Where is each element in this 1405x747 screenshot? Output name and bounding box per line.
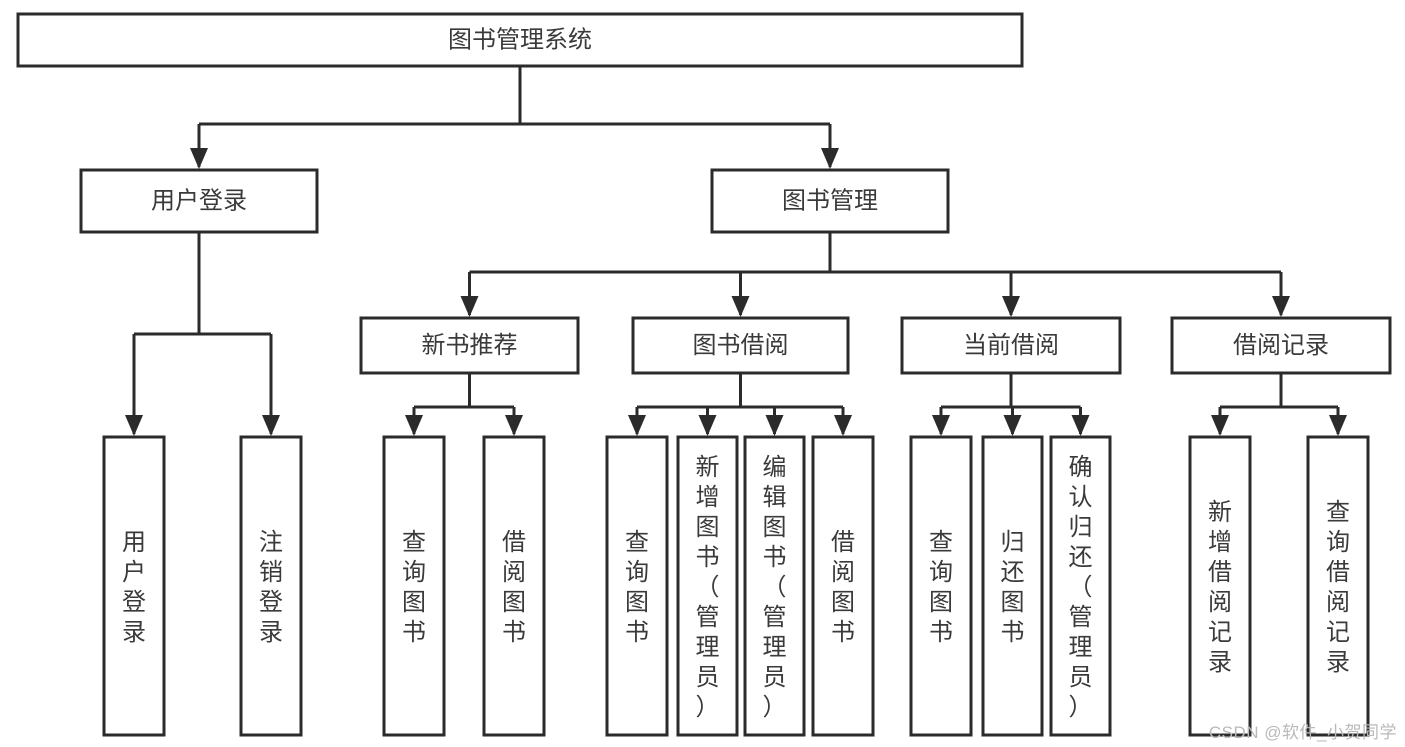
node-level1-0-box[interactable] (79, 168, 319, 234)
node-leaf-8-box[interactable] (909, 435, 973, 737)
node-leaf-1-box[interactable] (239, 435, 303, 737)
node-leaf-2-box[interactable] (382, 435, 446, 737)
arrow-head-icon (262, 415, 280, 436)
node-leaf-4[interactable]: 查询图书 (605, 435, 669, 737)
node-leaf-8[interactable]: 查询图书 (909, 435, 973, 737)
node-leaf-12[interactable]: 查询借阅记录 (1306, 435, 1370, 737)
node-leaf-3-label: 借阅图书 (502, 529, 526, 646)
arrow-head-icon (834, 415, 852, 436)
arrow-head-icon (1002, 296, 1020, 317)
node-layer: 图书管理系统用户登录图书管理新书推荐图书借阅当前借阅借阅记录用户登录注销登录查询… (16, 12, 1392, 737)
arrow-head-icon (821, 148, 839, 169)
node-leaf-9[interactable]: 归还图书 (981, 435, 1044, 737)
node-level2-1-label: 图书借阅 (693, 332, 789, 359)
node-root-book-management-system[interactable]: 图书管理系统 (16, 12, 1024, 68)
node-leaf-5-box[interactable] (676, 435, 739, 737)
node-leaf-2[interactable]: 查询图书 (382, 435, 446, 737)
node-leaf-5[interactable]: 新增图书（管理员） (676, 435, 739, 737)
watermark-text: CSDN @软件_小贺同学 (1208, 723, 1397, 742)
node-leaf-12-label: 查询借阅记录 (1326, 499, 1350, 676)
arrow-head-icon (1272, 296, 1290, 317)
node-leaf-6-box[interactable] (743, 435, 806, 737)
node-level2-1[interactable]: 图书借阅 (631, 316, 850, 375)
arrow-head-icon (698, 415, 717, 436)
node-level2-1-box[interactable] (631, 316, 850, 375)
arrow-head-icon (1329, 415, 1347, 436)
node-leaf-11[interactable]: 新增借阅记录 (1188, 435, 1252, 737)
node-leaf-6[interactable]: 编辑图书（管理员） (743, 435, 806, 737)
node-leaf-12-box[interactable] (1306, 435, 1370, 737)
node-leaf-4-box[interactable] (605, 435, 669, 737)
arrow-head-icon (505, 415, 523, 436)
node-level1-0[interactable]: 用户登录 (79, 168, 319, 234)
node-leaf-4-label: 查询图书 (625, 529, 649, 646)
node-level2-0-box[interactable] (359, 316, 580, 375)
node-leaf-1-label: 注销登录 (259, 529, 283, 646)
node-root-book-management-system-label: 图书管理系统 (448, 26, 592, 53)
arrow-head-icon (731, 296, 750, 317)
node-level2-3-label: 借阅记录 (1233, 332, 1329, 359)
node-root-book-management-system-box[interactable] (16, 12, 1024, 68)
node-level2-3[interactable]: 借阅记录 (1170, 316, 1392, 375)
node-leaf-3[interactable]: 借阅图书 (482, 435, 546, 737)
node-leaf-3-box[interactable] (482, 435, 546, 737)
node-leaf-7[interactable]: 借阅图书 (811, 435, 875, 737)
node-leaf-10-box[interactable] (1049, 435, 1112, 737)
node-leaf-6-label: 编辑图书（管理员） (763, 454, 787, 721)
arrow-head-icon (460, 296, 479, 317)
arrow-head-icon (1003, 415, 1022, 436)
node-leaf-7-label: 借阅图书 (831, 529, 855, 646)
arrow-head-icon (932, 415, 950, 436)
arrow-head-icon (405, 415, 423, 436)
node-level1-1-box[interactable] (710, 168, 950, 234)
node-leaf-8-label: 查询图书 (929, 529, 953, 646)
node-level1-1-label: 图书管理 (782, 187, 878, 214)
node-leaf-2-label: 查询图书 (402, 529, 426, 646)
node-leaf-0[interactable]: 用户登录 (102, 435, 166, 737)
node-level2-2-box[interactable] (900, 316, 1122, 375)
arrow-head-icon (125, 415, 143, 436)
node-leaf-0-box[interactable] (102, 435, 166, 737)
connector-layer (125, 66, 1347, 436)
node-level2-2-label: 当前借阅 (963, 332, 1059, 359)
node-leaf-7-box[interactable] (811, 435, 875, 737)
node-level2-2[interactable]: 当前借阅 (900, 316, 1122, 375)
node-level1-0-label: 用户登录 (151, 187, 247, 214)
arrow-head-icon (1211, 415, 1229, 436)
arrow-head-icon (190, 148, 208, 169)
node-leaf-11-label: 新增借阅记录 (1208, 499, 1232, 676)
node-leaf-10-label: 确认归还（管理员） (1069, 454, 1093, 721)
node-leaf-0-label: 用户登录 (122, 529, 146, 646)
node-level2-0-label: 新书推荐 (422, 332, 518, 359)
node-leaf-10[interactable]: 确认归还（管理员） (1049, 435, 1112, 737)
node-leaf-1[interactable]: 注销登录 (239, 435, 303, 737)
arrow-head-icon (765, 415, 784, 436)
node-level2-3-box[interactable] (1170, 316, 1392, 375)
node-leaf-11-box[interactable] (1188, 435, 1252, 737)
node-leaf-9-box[interactable] (981, 435, 1044, 737)
node-level1-1[interactable]: 图书管理 (710, 168, 950, 234)
node-level2-0[interactable]: 新书推荐 (359, 316, 580, 375)
node-leaf-9-label: 归还图书 (1001, 529, 1025, 646)
node-leaf-5-label: 新增图书（管理员） (696, 454, 720, 721)
arrow-head-icon (628, 415, 646, 436)
arrow-head-icon (1071, 415, 1090, 436)
